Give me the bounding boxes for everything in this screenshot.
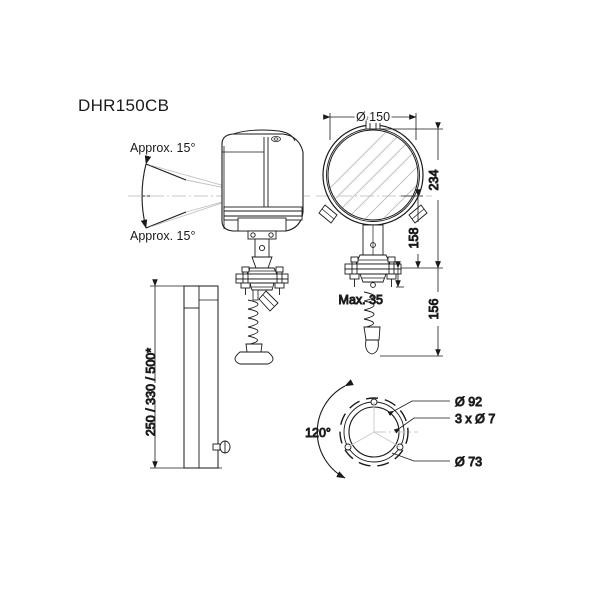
dimension-pole-height — [150, 279, 222, 469]
pole-view: 250 / 330 / 500* — [144, 279, 231, 469]
bolt-circle-92-label: Ø 92 — [455, 395, 482, 409]
flange-bottom-view: 120° Ø 92 3 x Ø 7 Ø 73 — [305, 379, 496, 479]
dimension-158 — [401, 189, 423, 269]
holes-3x7-label: 3 x Ø 7 — [455, 412, 495, 426]
front-coiled-cable — [363, 291, 375, 328]
coiled-cable — [234, 299, 274, 365]
pole-height-label: 250 / 330 / 500* — [144, 348, 158, 436]
max-35-label: Max. 35 — [339, 293, 384, 307]
page-title: DHR150CB — [78, 96, 170, 115]
dimension-156-label: 156 — [427, 299, 441, 320]
housing-handle — [223, 206, 303, 232]
lens-mid-ring — [326, 128, 420, 222]
beam-bottom-label: Approx. 15° — [130, 229, 195, 243]
pedestal-flange-assembly — [235, 266, 289, 312]
flange-spokes — [347, 402, 401, 448]
diameter-150-label: Ø 150 — [356, 110, 390, 124]
dimension-234-label: 234 — [427, 170, 441, 191]
dimension-diameter-150 — [323, 113, 417, 140]
pole-knob — [212, 440, 231, 454]
angle-120-label: 120° — [305, 426, 331, 440]
dimension-max-35 — [395, 261, 404, 288]
flange-leader-lines — [387, 400, 450, 462]
lens-glass — [327, 129, 419, 221]
side-view-searchlight — [128, 129, 310, 365]
yoke-fork — [247, 230, 277, 269]
dimension-156 — [380, 261, 443, 357]
front-view-pedestal — [344, 224, 402, 355]
front-view-searchlight: Ø 150 234 158 Max. 35 — [316, 108, 443, 357]
dimension-158-label: 158 — [407, 228, 421, 249]
pole-body — [183, 285, 219, 469]
angle-120-arc — [316, 379, 354, 479]
beam-top-label: Approx. 15° — [130, 141, 195, 155]
diameter-73-label: Ø 73 — [455, 455, 482, 469]
lens-outer-ring — [322, 124, 424, 226]
